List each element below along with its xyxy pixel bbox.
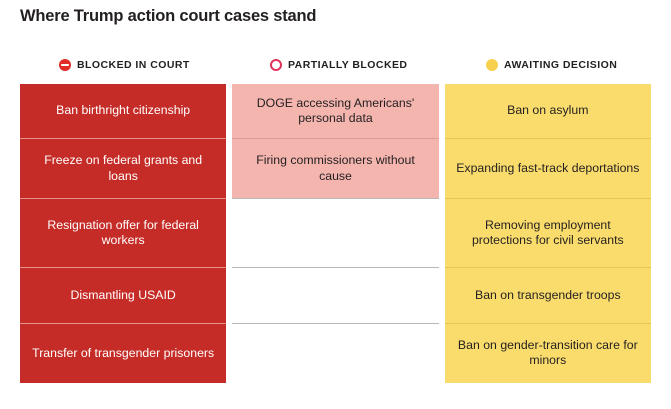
cell-label: Ban on transgender troops [475, 287, 621, 302]
cell-label: Ban on asylum [507, 103, 589, 118]
table-cell: Ban birthright citizenship [20, 84, 227, 139]
cell-label: DOGE accessing Americans' personal data [256, 95, 415, 126]
table-cell: Ban on transgender troops [444, 266, 651, 323]
no-entry-circle-icon [59, 59, 71, 71]
table-cell: Transfer of transgender prisoners [20, 322, 227, 383]
cell-label: Transfer of transgender prisoners [32, 345, 215, 360]
table-cell-empty [232, 266, 439, 323]
legend: BLOCKED IN COURT PARTIALLY BLOCKED AWAIT… [20, 57, 651, 73]
table-cell: Removing employment protections for civi… [444, 198, 651, 267]
table-cell: Ban on asylum [444, 84, 651, 139]
table-cell-empty [232, 198, 439, 267]
cell-label: Freeze on federal grants and loans [44, 153, 203, 183]
cell-label: Resignation offer for federal workers [47, 217, 199, 248]
status-table: Ban birthright citizenship Freeze on fed… [20, 84, 651, 383]
cell-label: Ban birthright citizenship [56, 103, 191, 118]
table-cell-empty [232, 322, 439, 383]
table-cell: Firing commissioners without cause [232, 138, 439, 199]
legend-item-partially-blocked: PARTIALLY BLOCKED [270, 57, 407, 73]
table-cell: Resignation offer for federal workers [20, 198, 227, 267]
legend-label-partially-blocked: PARTIALLY BLOCKED [288, 59, 408, 71]
column-blocked-in-court: Ban birthright citizenship Freeze on fed… [20, 84, 227, 383]
table-cell: Dismantling USAID [20, 266, 227, 323]
legend-item-blocked-in-court: BLOCKED IN COURT [59, 57, 190, 73]
table-cell: Expanding fast-track deportations [444, 138, 651, 199]
table-cell: DOGE accessing Americans' personal data [232, 84, 439, 139]
table-cell: Ban on gender-transition care for minors [444, 322, 651, 383]
cell-label: Removing employment protections for civi… [471, 217, 624, 248]
table-cell: Freeze on federal grants and loans [20, 138, 227, 199]
legend-item-awaiting-decision: AWAITING DECISION [486, 57, 617, 73]
legend-label-blocked-in-court: BLOCKED IN COURT [77, 59, 190, 71]
column-partially-blocked: DOGE accessing Americans' personal data … [232, 84, 439, 383]
legend-label-awaiting-decision: AWAITING DECISION [504, 59, 618, 71]
chart-title: Where Trump action court cases stand [20, 7, 317, 25]
cell-label: Ban on gender-transition care for minors [457, 337, 638, 368]
cell-label: Expanding fast-track deportations [456, 160, 640, 175]
filled-circle-icon [486, 59, 498, 71]
open-circle-icon [270, 59, 282, 71]
cell-label: Dismantling USAID [70, 287, 176, 302]
column-awaiting-decision: Ban on asylum Expanding fast-track depor… [444, 84, 651, 383]
cell-label: Firing commissioners without cause [256, 153, 415, 183]
